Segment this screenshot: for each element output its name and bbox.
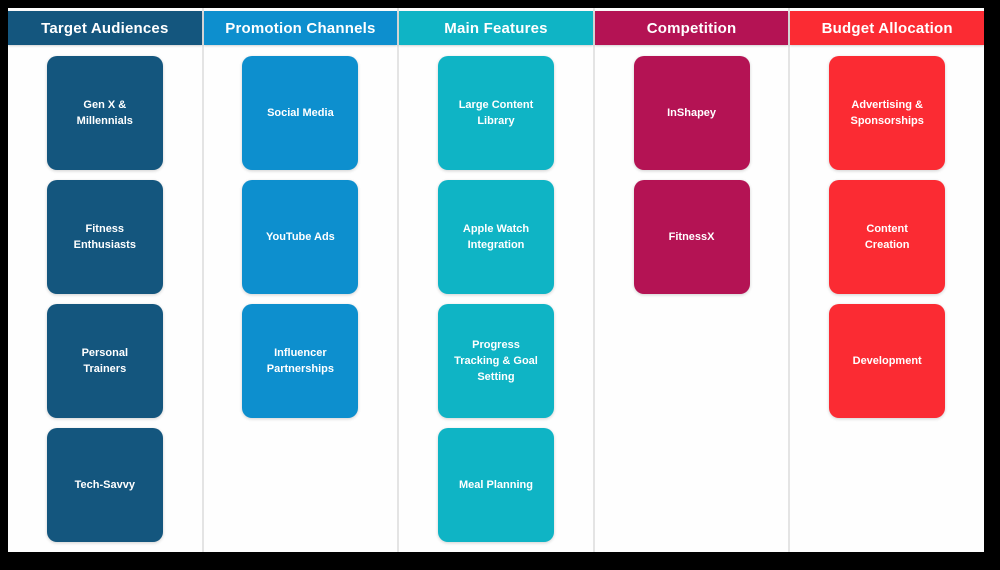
column-header-target-audiences: Target Audiences [8, 11, 202, 45]
card-label-line: Social Media [267, 107, 334, 119]
card-label-line: Millennials [76, 115, 133, 127]
card-label-line: Library [477, 115, 515, 127]
card-label-line: Creation [864, 239, 910, 251]
card-label-line: Tracking & Goal [454, 355, 538, 367]
card-label-line: Content [866, 223, 908, 235]
card-label-line: Apple Watch [462, 223, 530, 235]
card-label-line: Meal Planning [459, 479, 533, 491]
card-label-line: Partnerships [266, 363, 335, 375]
card-label-line: FitnessX [668, 231, 715, 243]
card-label-line: YouTube Ads [265, 231, 335, 243]
card-label-line: Development [852, 355, 922, 367]
card-tech-savvy[interactable]: Tech-Savvy [46, 428, 163, 542]
card-label-line: Enthusiasts [73, 239, 136, 251]
column-header-budget-allocation: Budget Allocation [790, 11, 984, 45]
card-label-line: Influencer [274, 347, 327, 359]
card-label-line: Gen X & [83, 99, 127, 111]
card-gen-x-millennials[interactable]: Gen X & Millennials [46, 56, 163, 170]
card-label-line: InShapey [667, 107, 717, 119]
card-inshapey[interactable]: InShapey [633, 56, 750, 170]
card-label-line: Personal [81, 347, 129, 359]
card-fitnessx[interactable]: FitnessX [633, 180, 750, 294]
card-label-line: Sponsorships [850, 115, 924, 127]
card-meal-planning[interactable]: Meal Planning [437, 428, 554, 542]
column-header-promotion-channels: Promotion Channels [203, 11, 398, 45]
card-label-line: Trainers [83, 363, 127, 375]
card-youtube-ads[interactable]: YouTube Ads [242, 180, 359, 294]
column-header-competition: Competition [594, 11, 789, 45]
column-header-main-features: Main Features [399, 11, 593, 45]
card-label-line: Setting [477, 371, 515, 383]
card-label-line: Progress [472, 339, 520, 351]
card-social-media[interactable]: Social Media [242, 56, 359, 170]
card-label-line: Large Content [458, 99, 534, 111]
card-label-line: Fitness [85, 223, 125, 235]
card-development[interactable]: Development [829, 304, 946, 418]
card-label-line: Advertising & [851, 99, 923, 111]
card-label-line: Tech-Savvy [74, 479, 135, 491]
card-advertising-sponsorships[interactable]: Advertising & Sponsorships [829, 56, 946, 170]
card-label-line: Integration [467, 239, 525, 251]
